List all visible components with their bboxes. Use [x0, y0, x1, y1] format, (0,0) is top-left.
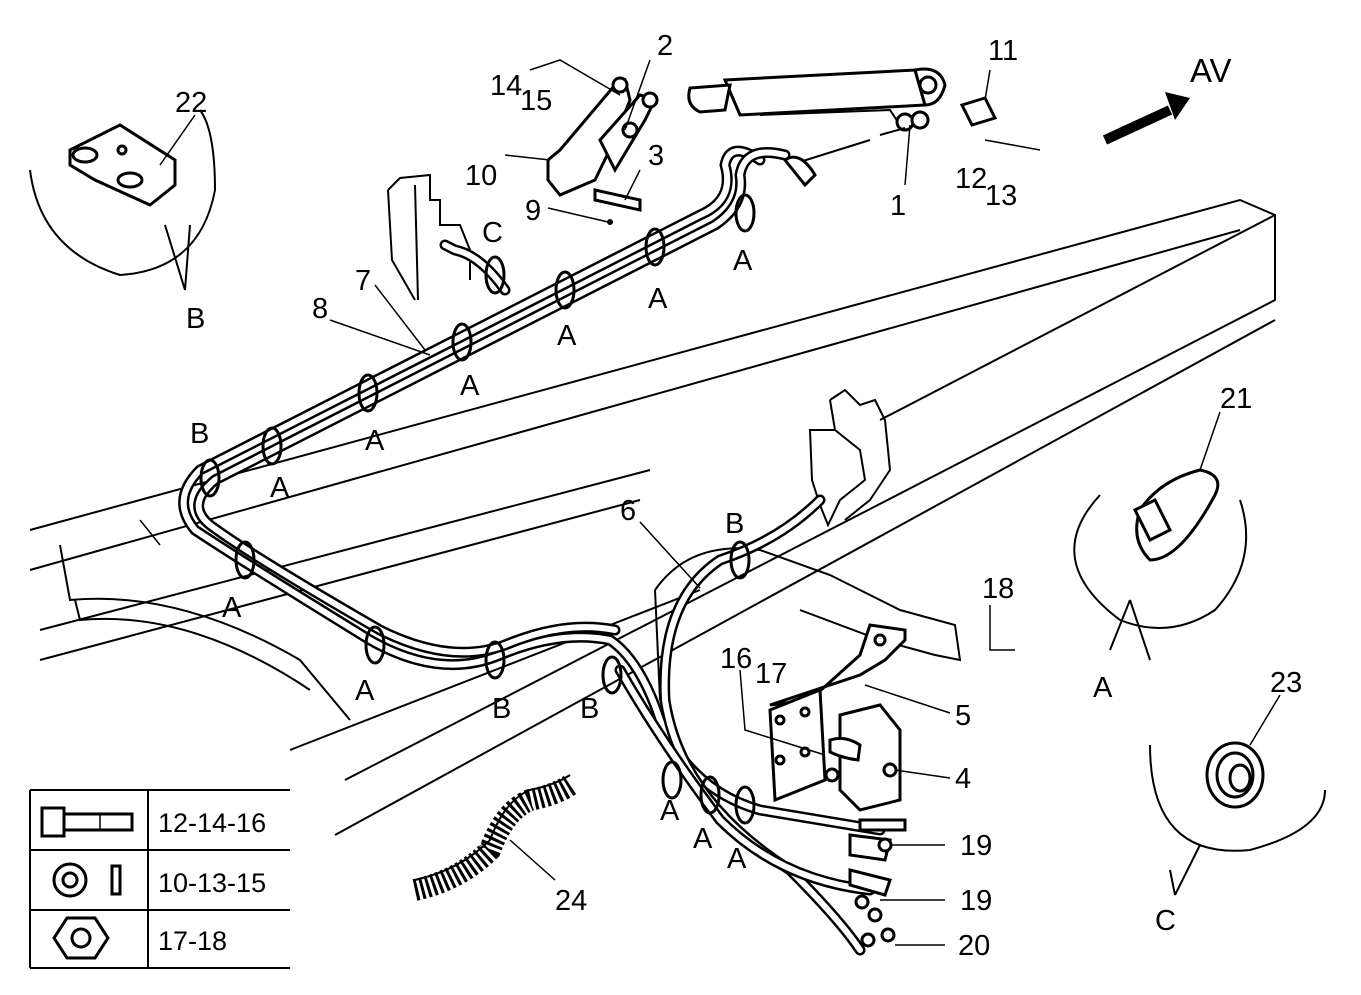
cylinder-bracket — [546, 76, 659, 225]
clip-label-b: B — [190, 418, 209, 450]
clip-label-a: A — [270, 472, 290, 504]
clip-label-a: A — [355, 675, 375, 707]
washer-icon — [52, 862, 122, 898]
label-part-4: 4 — [955, 763, 971, 795]
label-part-19-upper: 19 — [960, 830, 992, 862]
label-part-6: 6 — [620, 495, 636, 527]
clip-label-a: A — [557, 320, 577, 352]
legend-row-1-text: 12-14-16 — [158, 808, 266, 838]
label-part-24: 24 — [555, 885, 587, 917]
direction-label: AV — [1190, 52, 1232, 89]
part-labels: 1 2 3 4 5 6 7 8 9 10 11 12 13 14 15 16 1… — [175, 30, 1302, 962]
clip-labels: A A A A A A A A A A A A B B B B B C C — [186, 217, 1176, 937]
clip-label-a: A — [660, 795, 680, 827]
label-part-19-lower: 19 — [960, 885, 992, 917]
coiled-sleeve — [412, 774, 577, 901]
hydraulic-cylinder — [687, 67, 998, 188]
label-part-7: 7 — [355, 265, 371, 297]
label-part-1: 1 — [890, 190, 906, 222]
clip-label-b: B — [492, 693, 511, 725]
detail-view-b — [29, 109, 217, 291]
clip-label-a: A — [733, 245, 753, 277]
detail-view-c — [1149, 741, 1326, 896]
legend-row-2-text: 10-13-15 — [158, 868, 266, 898]
label-part-20: 20 — [958, 930, 990, 962]
clip-label-b: B — [725, 508, 744, 540]
hydraulic-hoses — [178, 145, 886, 956]
detail-label-b: B — [186, 303, 205, 335]
label-part-13: 13 — [985, 180, 1017, 212]
detail-label-a: A — [1093, 672, 1113, 704]
clip-label-a: A — [365, 425, 385, 457]
clip-label-a: A — [222, 592, 242, 624]
label-part-11: 11 — [988, 35, 1018, 67]
clip-label-a: A — [693, 823, 713, 855]
label-part-17: 17 — [755, 658, 787, 690]
label-part-8: 8 — [312, 293, 328, 325]
chassis-frame — [29, 173, 1276, 836]
clip-label-c: C — [482, 217, 503, 249]
leader-lines — [159, 59, 1281, 946]
forward-arrow: AV — [1102, 52, 1232, 145]
hose-clips — [199, 193, 756, 825]
label-part-9: 9 — [525, 195, 541, 227]
detail-label-c: C — [1155, 905, 1176, 937]
fastener-legend: 12-14-16 10-13-15 17-18 — [29, 789, 290, 969]
label-part-12: 12 — [955, 163, 987, 195]
label-part-16: 16 — [720, 643, 752, 675]
label-part-10: 10 — [465, 160, 497, 192]
label-part-21: 21 — [1220, 383, 1252, 415]
nut-icon — [52, 916, 110, 960]
detail-view-a — [1073, 468, 1248, 661]
label-part-15: 15 — [520, 85, 552, 117]
label-part-22: 22 — [175, 87, 207, 119]
label-part-3: 3 — [648, 140, 664, 172]
clip-label-b: B — [580, 693, 599, 725]
bolt-icon — [40, 806, 134, 838]
label-part-2: 2 — [657, 30, 673, 62]
label-part-5: 5 — [955, 700, 971, 732]
legend-row-3-text: 17-18 — [158, 926, 227, 956]
clip-label-a: A — [648, 283, 668, 315]
clip-label-a: A — [727, 843, 747, 875]
valve-block — [768, 623, 907, 948]
label-part-18: 18 — [982, 573, 1014, 605]
clip-label-a: A — [460, 370, 480, 402]
label-part-14: 14 — [490, 70, 522, 102]
label-part-23: 23 — [1270, 667, 1302, 699]
